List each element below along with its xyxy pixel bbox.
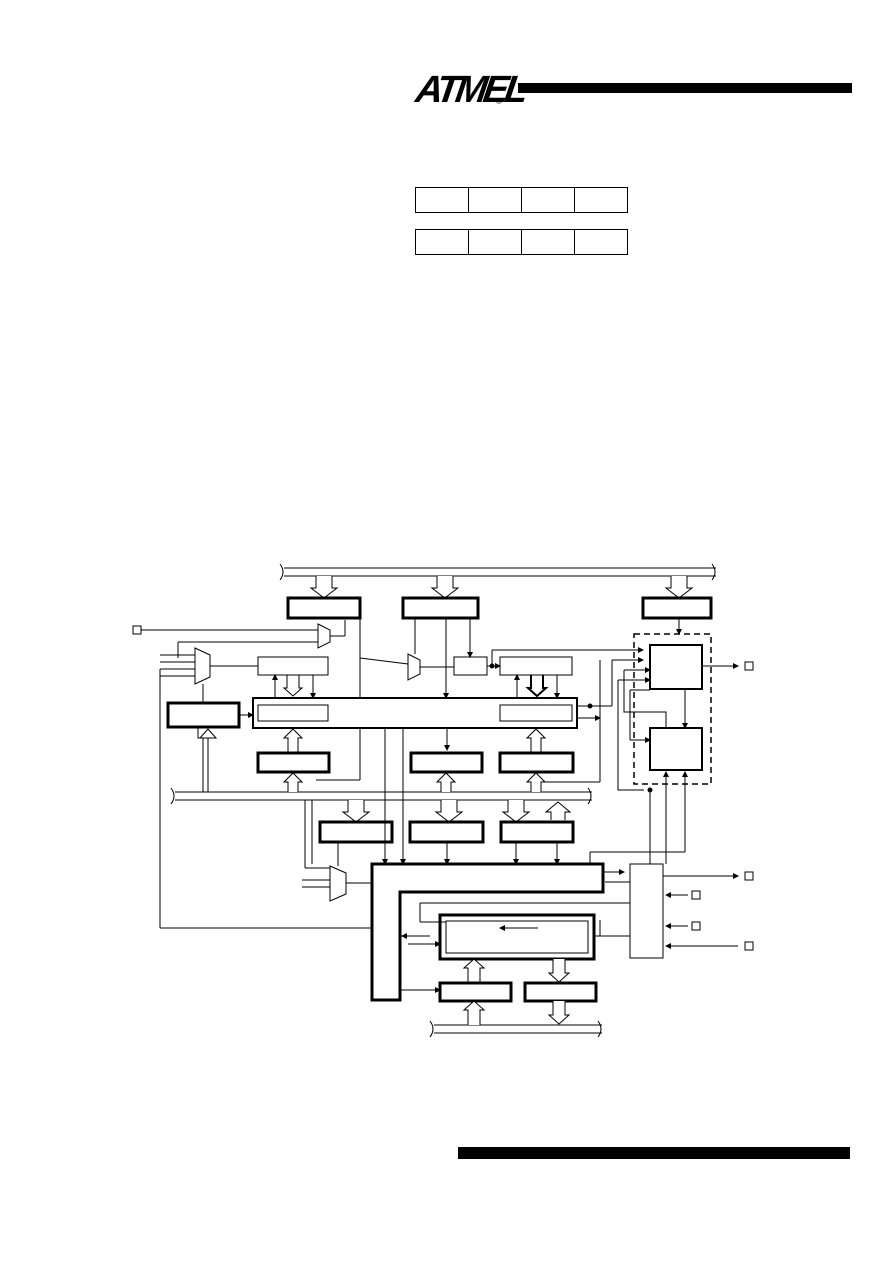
main-register xyxy=(252,697,578,729)
block-upper-right xyxy=(499,656,573,676)
shift-register-outer xyxy=(438,913,596,961)
register-table-1 xyxy=(415,187,628,213)
block-output-logic xyxy=(649,727,703,771)
block-upper-left xyxy=(257,656,329,676)
register-cell xyxy=(574,229,628,255)
output-pin-top-right xyxy=(744,661,754,671)
input-pin-left xyxy=(132,625,142,635)
header-bar xyxy=(518,83,852,93)
io-pin-1 xyxy=(744,871,754,881)
output-unit-group xyxy=(633,633,712,785)
atmel-logo: ATMEL ® xyxy=(410,68,527,112)
control-logic-block xyxy=(370,862,605,1002)
register-table-2 xyxy=(415,229,628,255)
block-top-center xyxy=(401,596,480,620)
block-io-control xyxy=(629,863,664,959)
block-mid-left xyxy=(256,751,331,774)
io-pin-2 xyxy=(691,890,701,900)
block-lower-right xyxy=(499,820,575,844)
mux-top xyxy=(317,623,331,649)
block-compare-logic xyxy=(649,644,703,690)
register-cell xyxy=(574,187,628,213)
register-cell xyxy=(415,229,469,255)
io-pin-3 xyxy=(691,921,701,931)
block-lower-left xyxy=(318,820,394,844)
block-bottom-right xyxy=(523,981,598,1003)
block-mid-right xyxy=(498,751,575,774)
registered-mark: ® xyxy=(496,97,502,106)
main-register-left-field xyxy=(257,704,329,722)
middle-data-bus xyxy=(170,772,592,823)
register-cell xyxy=(521,187,575,213)
block-bottom-left xyxy=(438,981,513,1003)
register-cell xyxy=(415,187,469,213)
top-data-bus xyxy=(279,563,716,599)
mux-left xyxy=(194,647,211,685)
bottom-data-bus xyxy=(429,1000,602,1038)
mux-center xyxy=(407,653,421,681)
io-pin-4 xyxy=(744,941,754,951)
block-left xyxy=(166,701,241,729)
register-cell xyxy=(521,229,575,255)
main-register-right-field xyxy=(499,704,573,722)
block-top-left xyxy=(286,596,362,620)
block-top-right xyxy=(641,596,713,620)
block-lower-center xyxy=(408,820,485,844)
block-mid-center xyxy=(409,751,484,774)
mux-lower-left xyxy=(329,865,347,902)
shift-register-inner xyxy=(445,920,589,954)
block-small-center xyxy=(453,656,488,676)
footer-bar xyxy=(458,1147,850,1159)
